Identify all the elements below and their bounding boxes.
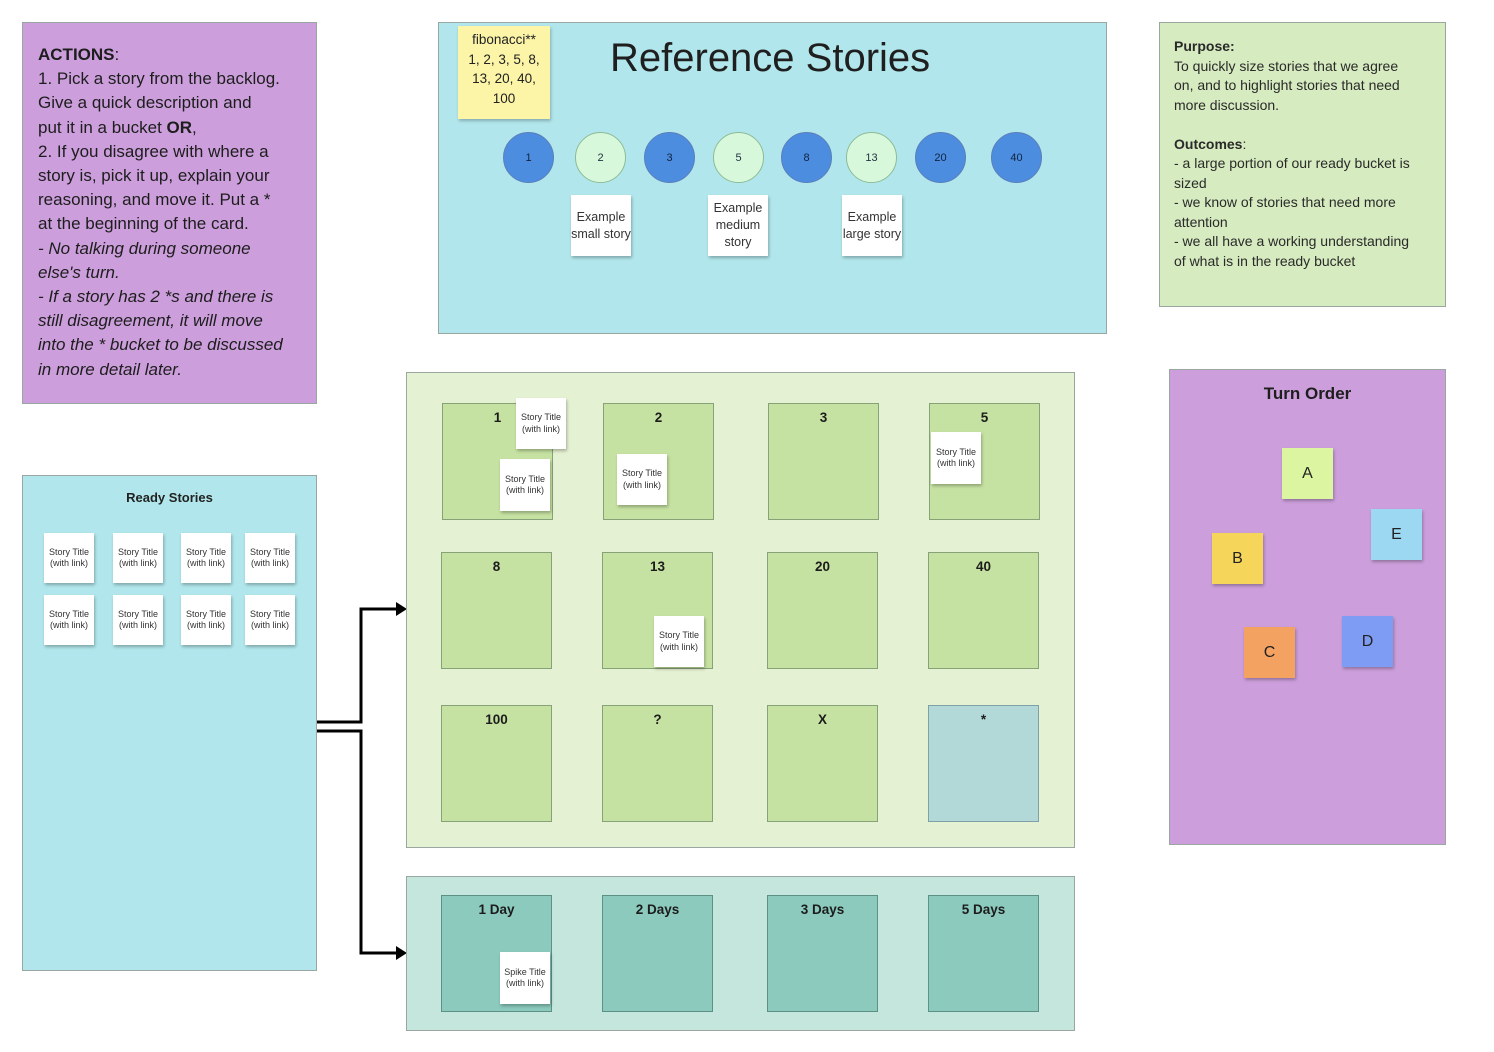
point-circle[interactable]: 1 [503, 132, 554, 183]
player-tile-e[interactable]: E [1371, 509, 1422, 560]
story-card[interactable]: Story Title (with link) [617, 454, 667, 505]
ready-story-card[interactable]: Story Title (with link) [113, 595, 163, 645]
bucket-40[interactable]: 40 [928, 552, 1039, 669]
ready-story-card[interactable]: Story Title (with link) [44, 595, 94, 645]
arrow-to-story-buckets [317, 607, 398, 724]
arrowhead-icon [396, 946, 407, 960]
player-tile-b[interactable]: B [1212, 533, 1263, 584]
example-small-story-card[interactable]: Example small story [571, 195, 631, 256]
reference-title: Reference Stories [610, 36, 931, 80]
ready-story-card[interactable]: Story Title (with link) [113, 533, 163, 583]
story-card[interactable]: Story Title (with link) [931, 432, 981, 484]
actions-heading: ACTIONS [38, 45, 115, 64]
purpose-panel: Purpose: To quickly size stories that we… [1159, 22, 1446, 307]
player-tile-c[interactable]: C [1244, 627, 1295, 678]
bucket-20[interactable]: 20 [767, 552, 878, 669]
example-large-story-card[interactable]: Example large story [842, 195, 902, 256]
bucket-3[interactable]: 3 [768, 403, 879, 520]
player-tile-d[interactable]: D [1342, 616, 1393, 667]
point-circle[interactable]: 3 [644, 132, 695, 183]
bucket-100[interactable]: 100 [441, 705, 552, 822]
story-card[interactable]: Story Title (with link) [654, 616, 704, 667]
ready-story-card[interactable]: Story Title (with link) [245, 595, 295, 645]
bucket-3-days[interactable]: 3 Days [767, 895, 878, 1012]
ready-story-card[interactable]: Story Title (with link) [245, 533, 295, 583]
example-medium-story-card[interactable]: Example medium story [708, 195, 768, 256]
point-circle[interactable]: 2 [575, 132, 626, 183]
outcomes-heading: Outcomes [1174, 135, 1243, 152]
story-card[interactable]: Story Title (with link) [516, 398, 566, 449]
ready-stories-title: Ready Stories [126, 490, 213, 505]
point-circle[interactable]: 5 [713, 132, 764, 183]
point-circle[interactable]: 8 [781, 132, 832, 183]
ready-story-card[interactable]: Story Title (with link) [181, 533, 231, 583]
bucket-2-days[interactable]: 2 Days [602, 895, 713, 1012]
arrowhead-icon [396, 602, 407, 616]
bucket-unknown[interactable]: ? [602, 705, 713, 822]
player-tile-a[interactable]: A [1282, 448, 1333, 499]
ready-story-card[interactable]: Story Title (with link) [44, 533, 94, 583]
bucket-8[interactable]: 8 [441, 552, 552, 669]
spike-card[interactable]: Spike Title (with link) [500, 952, 550, 1004]
point-circle[interactable]: 20 [915, 132, 966, 183]
purpose-heading: Purpose: [1174, 38, 1235, 54]
fibonacci-note[interactable]: fibonacci** 1, 2, 3, 5, 8, 13, 20, 40, 1… [458, 26, 550, 119]
turn-order-title: Turn Order [1263, 384, 1352, 403]
actions-panel: ACTIONS: 1. Pick a story from the backlo… [22, 22, 317, 404]
point-circle[interactable]: 40 [991, 132, 1042, 183]
arrow-to-day-buckets [317, 729, 398, 955]
point-circle[interactable]: 13 [846, 132, 897, 183]
bucket-star[interactable]: * [928, 705, 1039, 822]
bucket-x[interactable]: X [767, 705, 878, 822]
story-card[interactable]: Story Title (with link) [500, 459, 550, 511]
turn-order-panel [1169, 369, 1446, 845]
ready-story-card[interactable]: Story Title (with link) [181, 595, 231, 645]
bucket-5-days[interactable]: 5 Days [928, 895, 1039, 1012]
